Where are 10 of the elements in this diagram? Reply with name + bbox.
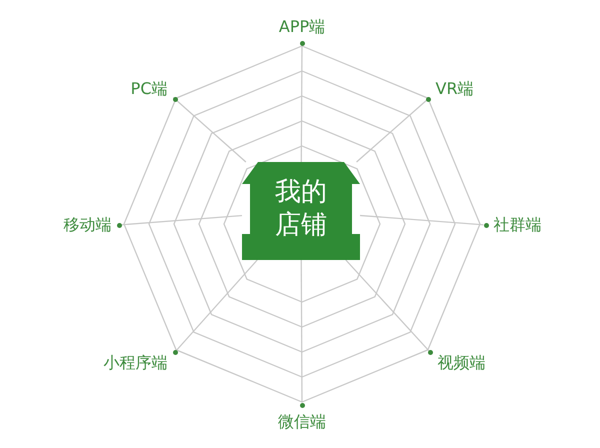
spoke-line [172,97,246,162]
channel-label: 移动端 [64,216,112,234]
channel-label: 小程序端 [104,354,168,372]
store-title: 我的店铺 [274,176,328,242]
channel-label: PC端 [130,80,168,98]
channel-label: 社群端 [494,216,542,234]
channel-label: 微信端 [278,412,326,430]
channel-label: VR端 [436,80,474,98]
channel-label: APP端 [278,18,326,36]
channel-label: 视频端 [438,354,486,372]
